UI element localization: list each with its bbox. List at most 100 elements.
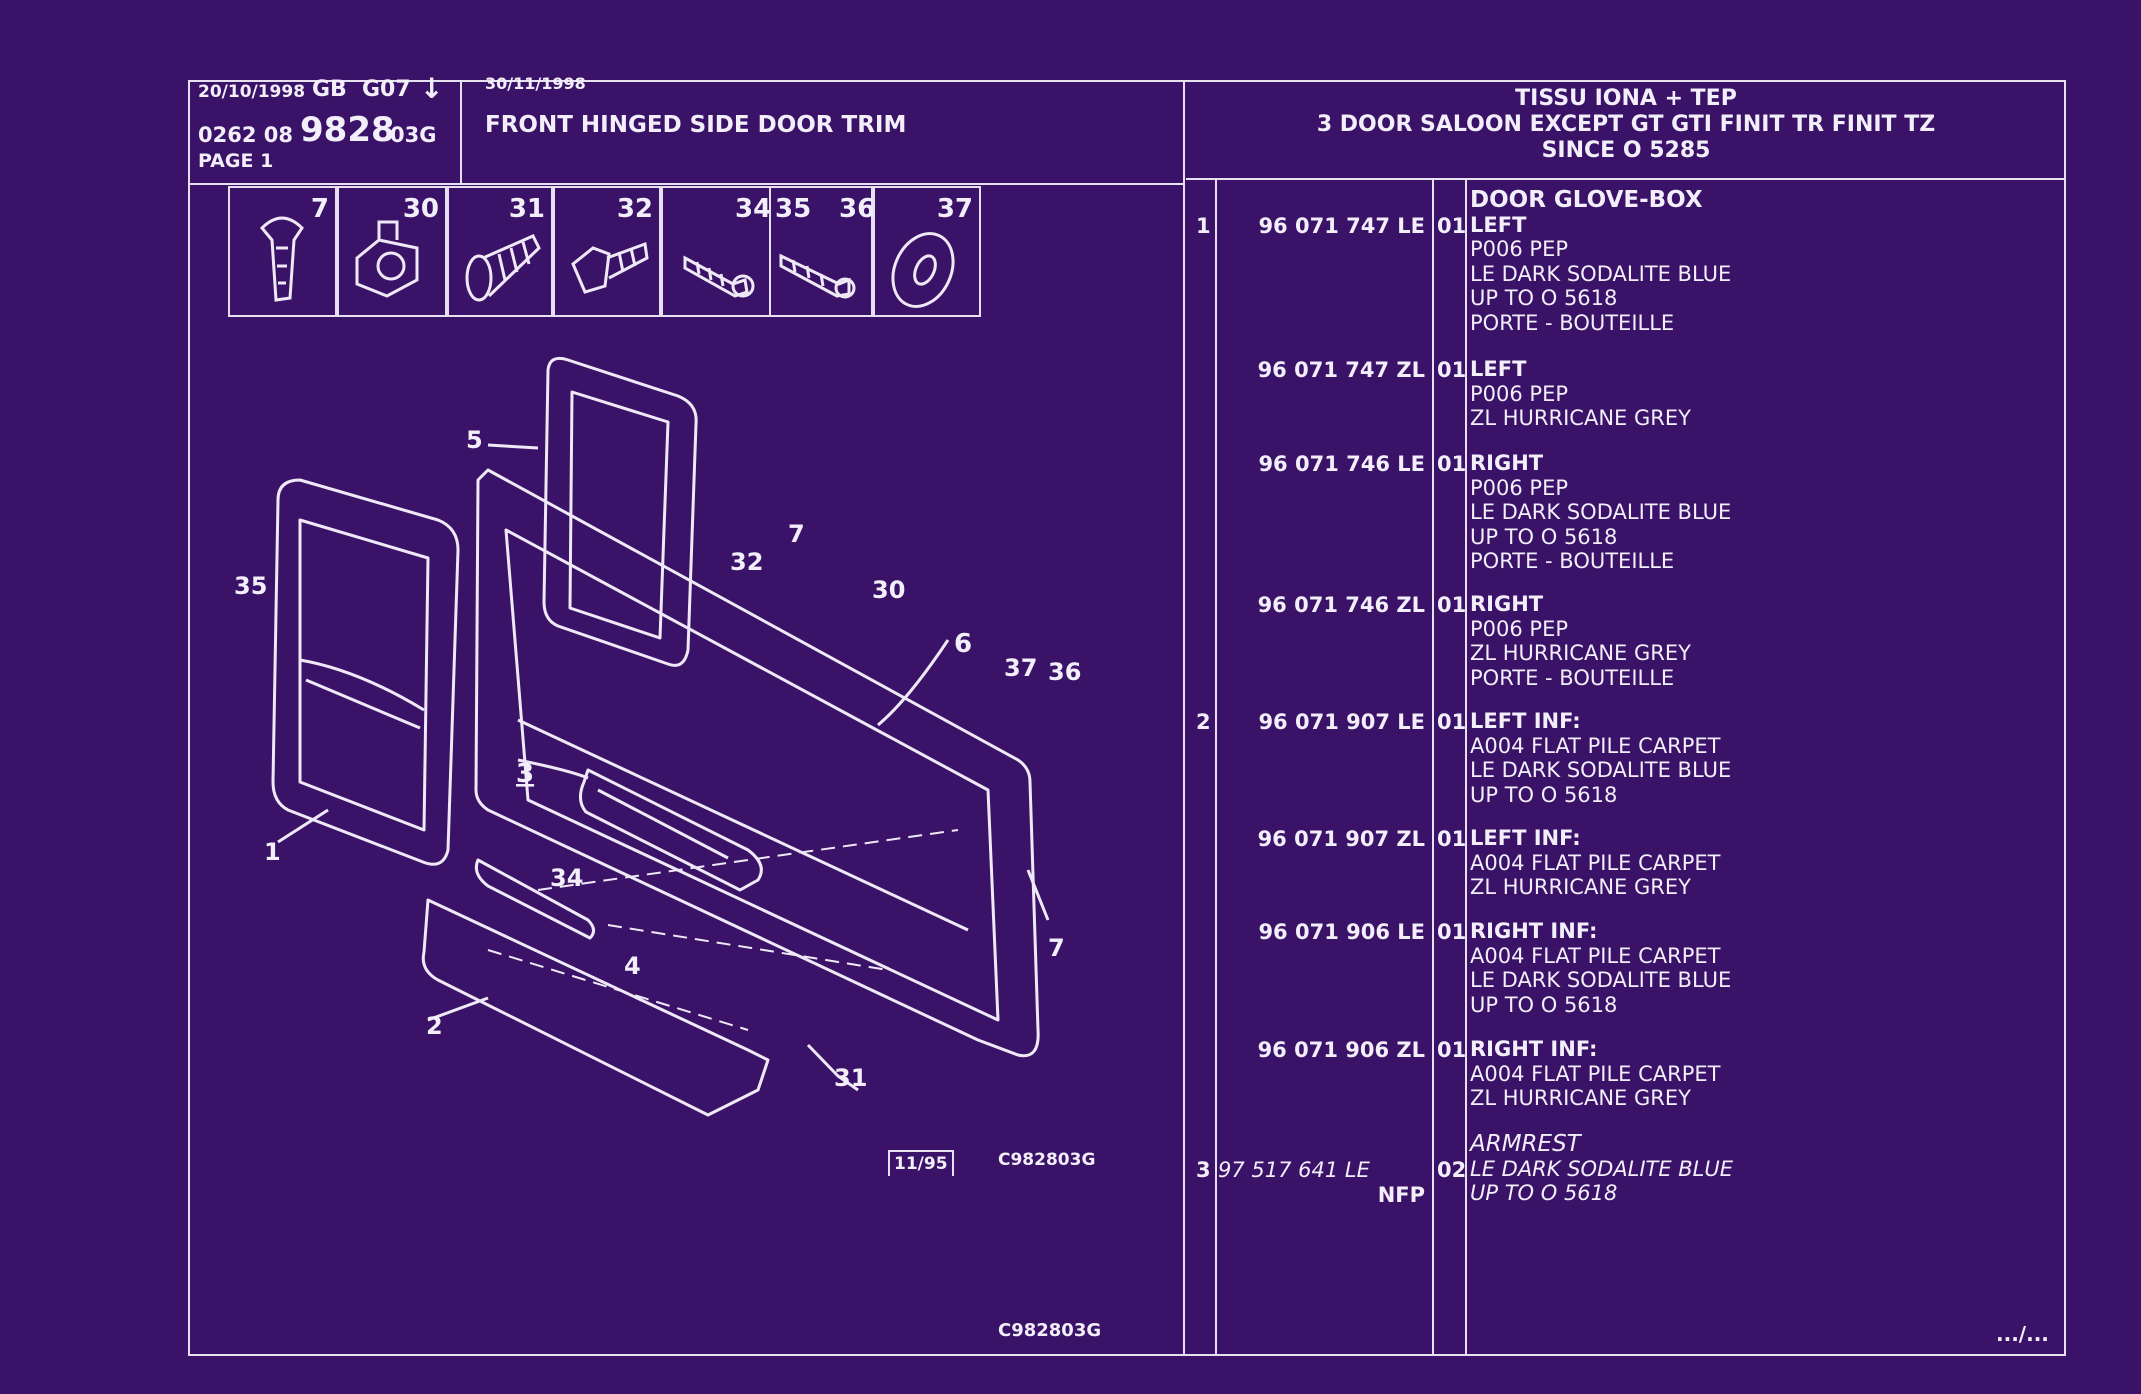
- part-description: RIGHT INF: A004 FLAT PILE CARPET LE DARK…: [1470, 919, 1732, 1017]
- part-box-31: 31: [447, 186, 553, 317]
- label-3: 3: [516, 759, 534, 789]
- glove-box-right: [542, 356, 698, 667]
- stamp-ref: C982803G: [998, 1150, 1096, 1170]
- leader-7b: [1026, 869, 1050, 921]
- header-group: G07: [362, 77, 411, 102]
- rivet-icon: [465, 234, 541, 302]
- header-bottom-left: [188, 183, 1184, 185]
- item-number: 1: [1196, 214, 1211, 238]
- quantity: 01: [1437, 710, 1467, 734]
- door-panel-inner: [504, 528, 1000, 1022]
- part-description: LEFT INF: A004 FLAT PILE CARPET LE DARK …: [1470, 709, 1732, 807]
- part-number: 96 071 746 LE: [1258, 452, 1425, 476]
- leader-1: [277, 808, 329, 844]
- quantity: 01: [1437, 452, 1467, 476]
- dashed-assembly-line: [487, 829, 959, 1031]
- spec-line-3: SINCE O 5285: [1541, 138, 1711, 163]
- glove-box-left-pocket: [299, 658, 425, 730]
- part-box-divider: [769, 188, 771, 315]
- label-7b: 7: [1048, 934, 1065, 962]
- part-number: 96 071 746 ZL: [1257, 593, 1425, 617]
- page-title: FRONT HINGED SIDE DOOR TRIM: [485, 112, 907, 138]
- item-number: 3: [1196, 1158, 1211, 1182]
- part-number: 96 071 747 ZL: [1257, 358, 1425, 382]
- part-number: 97 517 641 LE: [1218, 1158, 1370, 1182]
- quantity: 02: [1437, 1158, 1467, 1182]
- part-description: RIGHT INF: A004 FLAT PILE CARPET ZL HURR…: [1470, 1037, 1721, 1110]
- table-col-1: [1215, 180, 1217, 1356]
- part-description: RIGHT P006 PEP ZL HURRICANE GREY PORTE -…: [1470, 592, 1691, 690]
- part-note: NFP: [1377, 1183, 1425, 1207]
- header-date1: 20/10/1998: [198, 82, 306, 102]
- label-32: 32: [730, 548, 763, 576]
- door-panel-line: [517, 718, 969, 932]
- label-35: 35: [234, 572, 267, 600]
- label-4: 4: [624, 952, 641, 980]
- header-region: GB: [312, 77, 347, 102]
- label-1: 1: [264, 838, 281, 866]
- leader-2: [427, 996, 489, 1022]
- quantity: 01: [1437, 358, 1467, 382]
- header-date2: 30/11/1998: [485, 74, 586, 93]
- leader-3: [517, 758, 589, 780]
- label-37: 37: [1004, 654, 1037, 682]
- quantity: 01: [1437, 1038, 1467, 1062]
- armrest: [579, 768, 763, 892]
- label-6: 6: [954, 629, 972, 659]
- item-number: 2: [1196, 710, 1211, 734]
- header-code-prefix: 0262 08: [198, 123, 293, 147]
- screw-clip-icon: [571, 241, 649, 294]
- washer-icon: [891, 232, 955, 308]
- center-divider: [1183, 80, 1185, 1356]
- part-description: DOOR GLOVE-BOX LEFT P006 PEP LE DARK SOD…: [1470, 187, 1732, 335]
- part-box-32: 32: [553, 186, 661, 317]
- quantity: 01: [1437, 593, 1467, 617]
- glove-box-right-inner: [568, 390, 670, 640]
- part-description: LEFT INF: A004 FLAT PILE CARPET ZL HURRI…: [1470, 826, 1721, 899]
- part-number: 96 071 906 LE: [1258, 920, 1425, 944]
- quantity: 01: [1437, 214, 1467, 238]
- footer-ref: C982803G: [998, 1320, 1102, 1341]
- table-col-3: [1465, 180, 1467, 1356]
- label-30: 30: [872, 576, 905, 604]
- quantity: 01: [1437, 827, 1467, 851]
- label-34: 34: [550, 864, 583, 892]
- arrow-down-icon: ↓: [420, 72, 444, 105]
- part-description: ARMREST LE DARK SODALITE BLUE UP TO O 56…: [1470, 1131, 1734, 1205]
- screw-icon: [683, 253, 856, 299]
- label-31: 31: [834, 1064, 867, 1092]
- armrest-inner: [597, 788, 729, 860]
- part-description: LEFT P006 PEP ZL HURRICANE GREY: [1470, 357, 1691, 430]
- spec-block: TISSU IONA + TEP 3 DOOR SALOON EXCEPT GT…: [1186, 86, 2066, 164]
- part-number: 96 071 906 ZL: [1257, 1038, 1425, 1062]
- part-box-30: 30: [337, 186, 447, 317]
- header-bottom-right: [1186, 178, 2066, 180]
- header-code-main: 9828: [300, 110, 395, 150]
- leader-31: [806, 1043, 859, 1092]
- part-number: 96 071 907 LE: [1258, 710, 1425, 734]
- bottom-pocket: [421, 898, 770, 1117]
- drawing-frame: [188, 80, 2066, 1356]
- quantity: 01: [1437, 920, 1467, 944]
- label-2: 2: [426, 1012, 443, 1040]
- part-box-34-35: 34 35 36: [661, 186, 875, 317]
- header-code-suffix: 03G: [390, 123, 437, 147]
- label-7a: 7: [788, 520, 805, 548]
- strip-34: [474, 858, 595, 940]
- label-5: 5: [466, 426, 483, 454]
- part-number: 96 071 747 LE: [1258, 214, 1425, 238]
- header-page: PAGE 1: [198, 150, 274, 172]
- door-trim-diagram: 5 32 7 35 30 6 37 36 3 34 1 4 2 31 7: [234, 356, 1081, 1117]
- clip-icon: [259, 216, 304, 302]
- part-box-7: 7: [228, 186, 337, 317]
- spec-line-2: 3 DOOR SALOON EXCEPT GT GTI FINIT TR FIN…: [1316, 112, 1936, 137]
- part-box-37: 37: [873, 186, 981, 317]
- table-col-2: [1432, 180, 1434, 1356]
- header-divider-1: [460, 80, 462, 184]
- part-description: RIGHT P006 PEP LE DARK SODALITE BLUE UP …: [1470, 451, 1732, 573]
- leader-6: [877, 639, 950, 727]
- glove-box-left: [271, 478, 460, 866]
- label-36: 36: [1048, 658, 1081, 686]
- continuation-mark: .../...: [1996, 1322, 2049, 1346]
- spec-line-1: TISSU IONA + TEP: [1515, 86, 1737, 111]
